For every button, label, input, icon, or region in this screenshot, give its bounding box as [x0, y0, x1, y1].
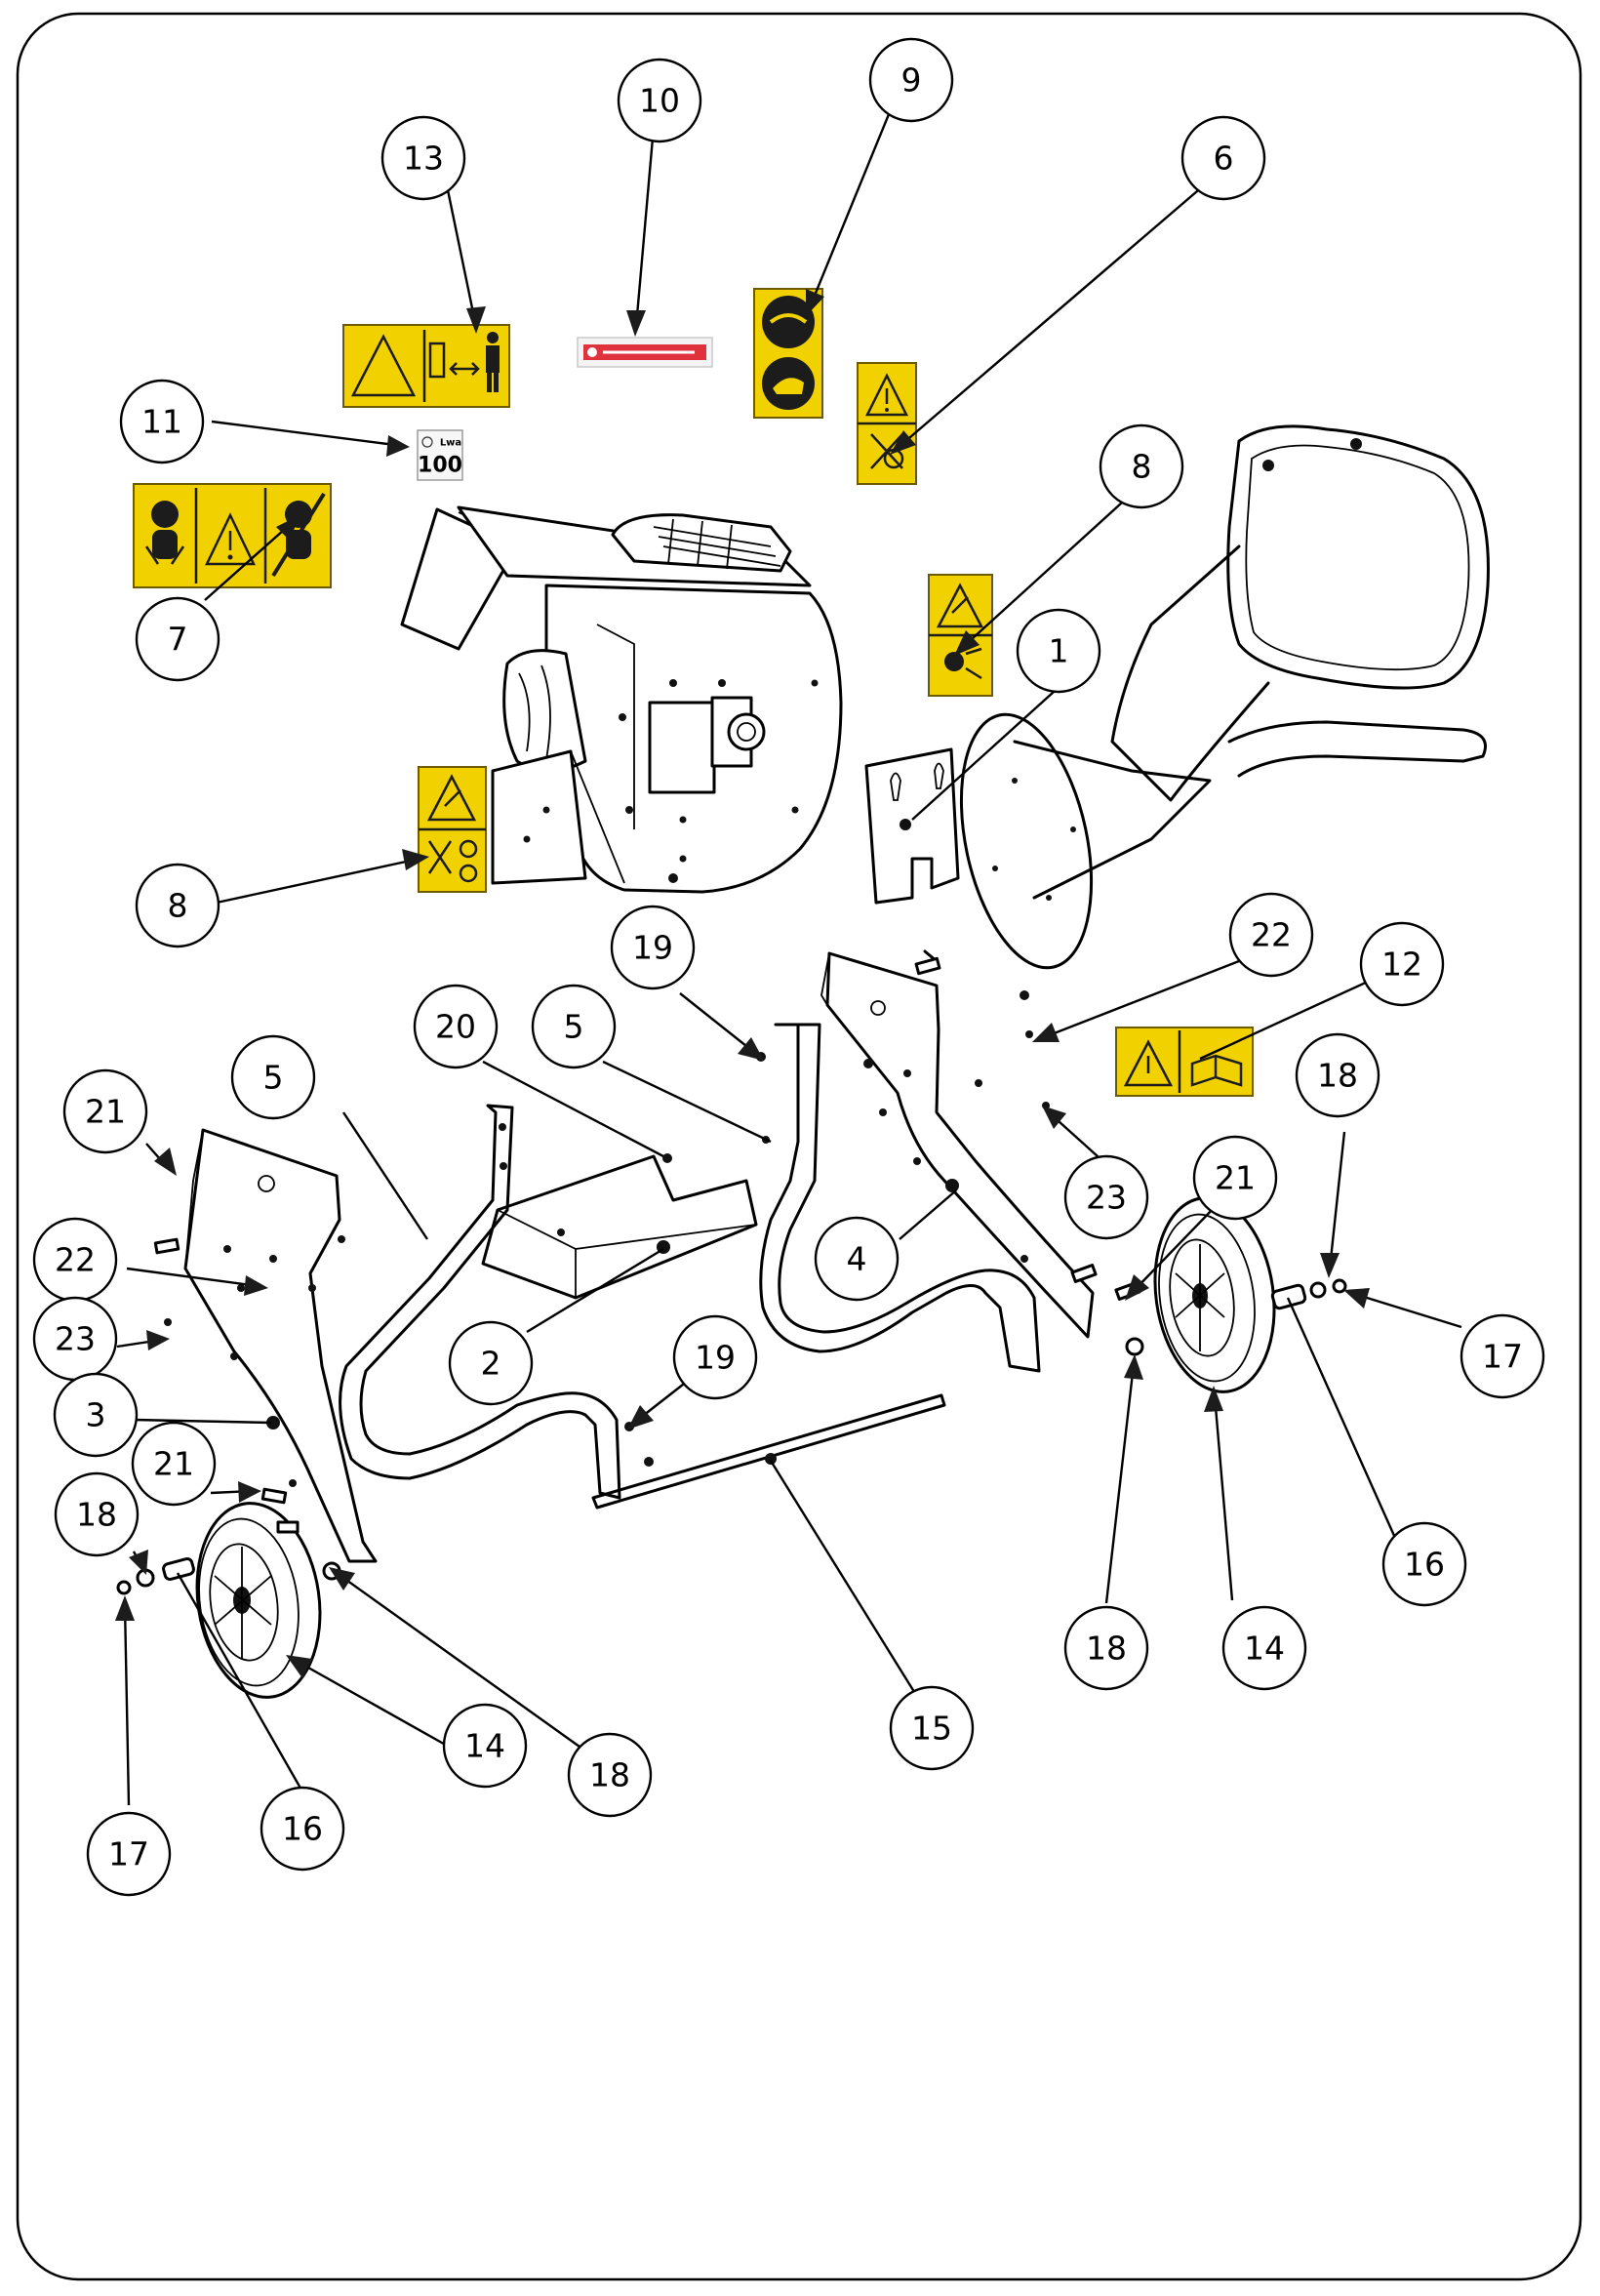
callout-19-upper: 19 — [610, 905, 696, 990]
diagram-frame — [16, 12, 1582, 2281]
callout-23-right: 23 — [1063, 1154, 1149, 1240]
part-4-right-side-plate — [820, 949, 1095, 1339]
callout-23-left: 23 — [32, 1296, 118, 1382]
callout-21-right: 21 — [1192, 1135, 1278, 1221]
callout-14-right: 14 — [1221, 1605, 1307, 1691]
svg-text:18: 18 — [76, 1496, 117, 1534]
callout-16-right: 16 — [1381, 1521, 1467, 1607]
svg-text:15: 15 — [911, 1710, 952, 1748]
callout-21-lower-left: 21 — [131, 1421, 217, 1507]
svg-text:13: 13 — [403, 140, 444, 178]
svg-text:7: 7 — [168, 621, 188, 659]
callout-17-right: 17 — [1460, 1313, 1545, 1399]
decal-12-read-manual — [1115, 1027, 1254, 1097]
part-15-axle-rod — [591, 1393, 946, 1510]
svg-text:18: 18 — [1317, 1057, 1358, 1095]
svg-text:10: 10 — [639, 82, 680, 120]
noise-level-text: 100 — [418, 454, 462, 478]
svg-text:17: 17 — [1482, 1338, 1523, 1376]
callout-12: 12 — [1359, 921, 1445, 1007]
callout-10: 10 — [617, 58, 702, 143]
callout-21-upper-left: 21 — [62, 1068, 148, 1154]
part-1-mounting-plate — [864, 747, 960, 905]
svg-text:22: 22 — [55, 1241, 96, 1279]
svg-text:8: 8 — [168, 887, 188, 925]
svg-text:4: 4 — [847, 1240, 867, 1278]
svg-text:23: 23 — [55, 1320, 96, 1358]
callout-13: 13 — [380, 115, 466, 201]
decal-9-ppe-mandatory — [753, 288, 823, 419]
callout-5-left: 5 — [230, 1034, 316, 1120]
callout-4: 4 — [814, 1216, 900, 1302]
callout-18-left-bottom: 18 — [567, 1732, 653, 1818]
decal-11-noise-level: Lwa 100 — [417, 429, 463, 481]
decal-13-keep-distance — [342, 324, 510, 408]
callout-20: 20 — [413, 984, 499, 1069]
svg-text:16: 16 — [282, 1810, 323, 1848]
callout-2: 2 — [448, 1320, 534, 1406]
leader-lines — [115, 97, 1462, 1806]
callout-15: 15 — [889, 1685, 975, 1771]
decal-6-warning — [857, 362, 917, 485]
svg-text:5: 5 — [564, 1008, 584, 1046]
engine-housing-assembly — [400, 505, 843, 894]
callout-5-center: 5 — [531, 984, 617, 1069]
callout-6: 6 — [1180, 115, 1266, 201]
svg-text:3: 3 — [86, 1396, 106, 1434]
noise-unit-text: Lwa — [440, 438, 461, 449]
svg-text:21: 21 — [1215, 1159, 1256, 1197]
svg-text:22: 22 — [1251, 916, 1292, 954]
svg-text:18: 18 — [1086, 1630, 1127, 1668]
callout-18-right-bottom: 18 — [1063, 1605, 1149, 1691]
svg-text:19: 19 — [695, 1339, 736, 1377]
svg-text:14: 14 — [464, 1727, 505, 1765]
part-14-right-wheel — [1153, 1196, 1276, 1393]
svg-text:20: 20 — [435, 1008, 476, 1046]
part-14-left-wheel — [195, 1502, 322, 1699]
svg-text:11: 11 — [141, 403, 182, 441]
callout-18-right-top: 18 — [1295, 1032, 1380, 1118]
part-3-left-side-plate — [183, 1128, 378, 1563]
decal-8-upper — [928, 574, 993, 697]
callout-bubbles: 13 10 9 6 11 7 8 1 8 19 22 12 20 5 5 21 … — [32, 37, 1545, 1897]
svg-text:19: 19 — [632, 929, 673, 967]
callout-14-left: 14 — [442, 1703, 528, 1789]
callout-22-upper: 22 — [1228, 892, 1314, 978]
svg-text:21: 21 — [85, 1093, 126, 1131]
part-5-left-tube-frame — [339, 1104, 621, 1500]
decal-10-red-label — [577, 337, 713, 368]
svg-text:5: 5 — [263, 1059, 284, 1097]
svg-text:21: 21 — [153, 1445, 194, 1483]
part-2-center-pan — [481, 1154, 758, 1300]
callout-1: 1 — [1016, 608, 1101, 694]
svg-text:6: 6 — [1214, 140, 1234, 178]
decal-7-warning — [133, 483, 332, 588]
svg-text:14: 14 — [1244, 1630, 1285, 1668]
svg-text:23: 23 — [1086, 1179, 1127, 1217]
svg-text:1: 1 — [1049, 632, 1069, 670]
svg-text:2: 2 — [481, 1345, 501, 1383]
callout-8-upper: 8 — [1099, 423, 1184, 509]
callout-9: 9 — [868, 37, 954, 123]
svg-text:16: 16 — [1404, 1546, 1445, 1584]
callout-16-left: 16 — [260, 1786, 345, 1872]
svg-text:18: 18 — [589, 1756, 630, 1794]
decal-8-lower — [418, 766, 487, 893]
callout-3: 3 — [53, 1372, 139, 1458]
callout-19-lower: 19 — [672, 1314, 758, 1400]
callout-22-left: 22 — [32, 1217, 118, 1303]
svg-text:12: 12 — [1381, 946, 1422, 984]
callout-7: 7 — [135, 596, 220, 682]
callout-18-left-top: 18 — [54, 1471, 140, 1557]
callout-8-lower: 8 — [135, 863, 220, 948]
callout-17-left: 17 — [86, 1811, 172, 1897]
part-5-right-tube-frame — [759, 1023, 1041, 1373]
svg-text:17: 17 — [108, 1835, 149, 1873]
callout-11: 11 — [119, 379, 205, 464]
hopper-funnel — [959, 424, 1490, 970]
svg-text:9: 9 — [901, 61, 922, 100]
svg-text:8: 8 — [1132, 448, 1152, 486]
